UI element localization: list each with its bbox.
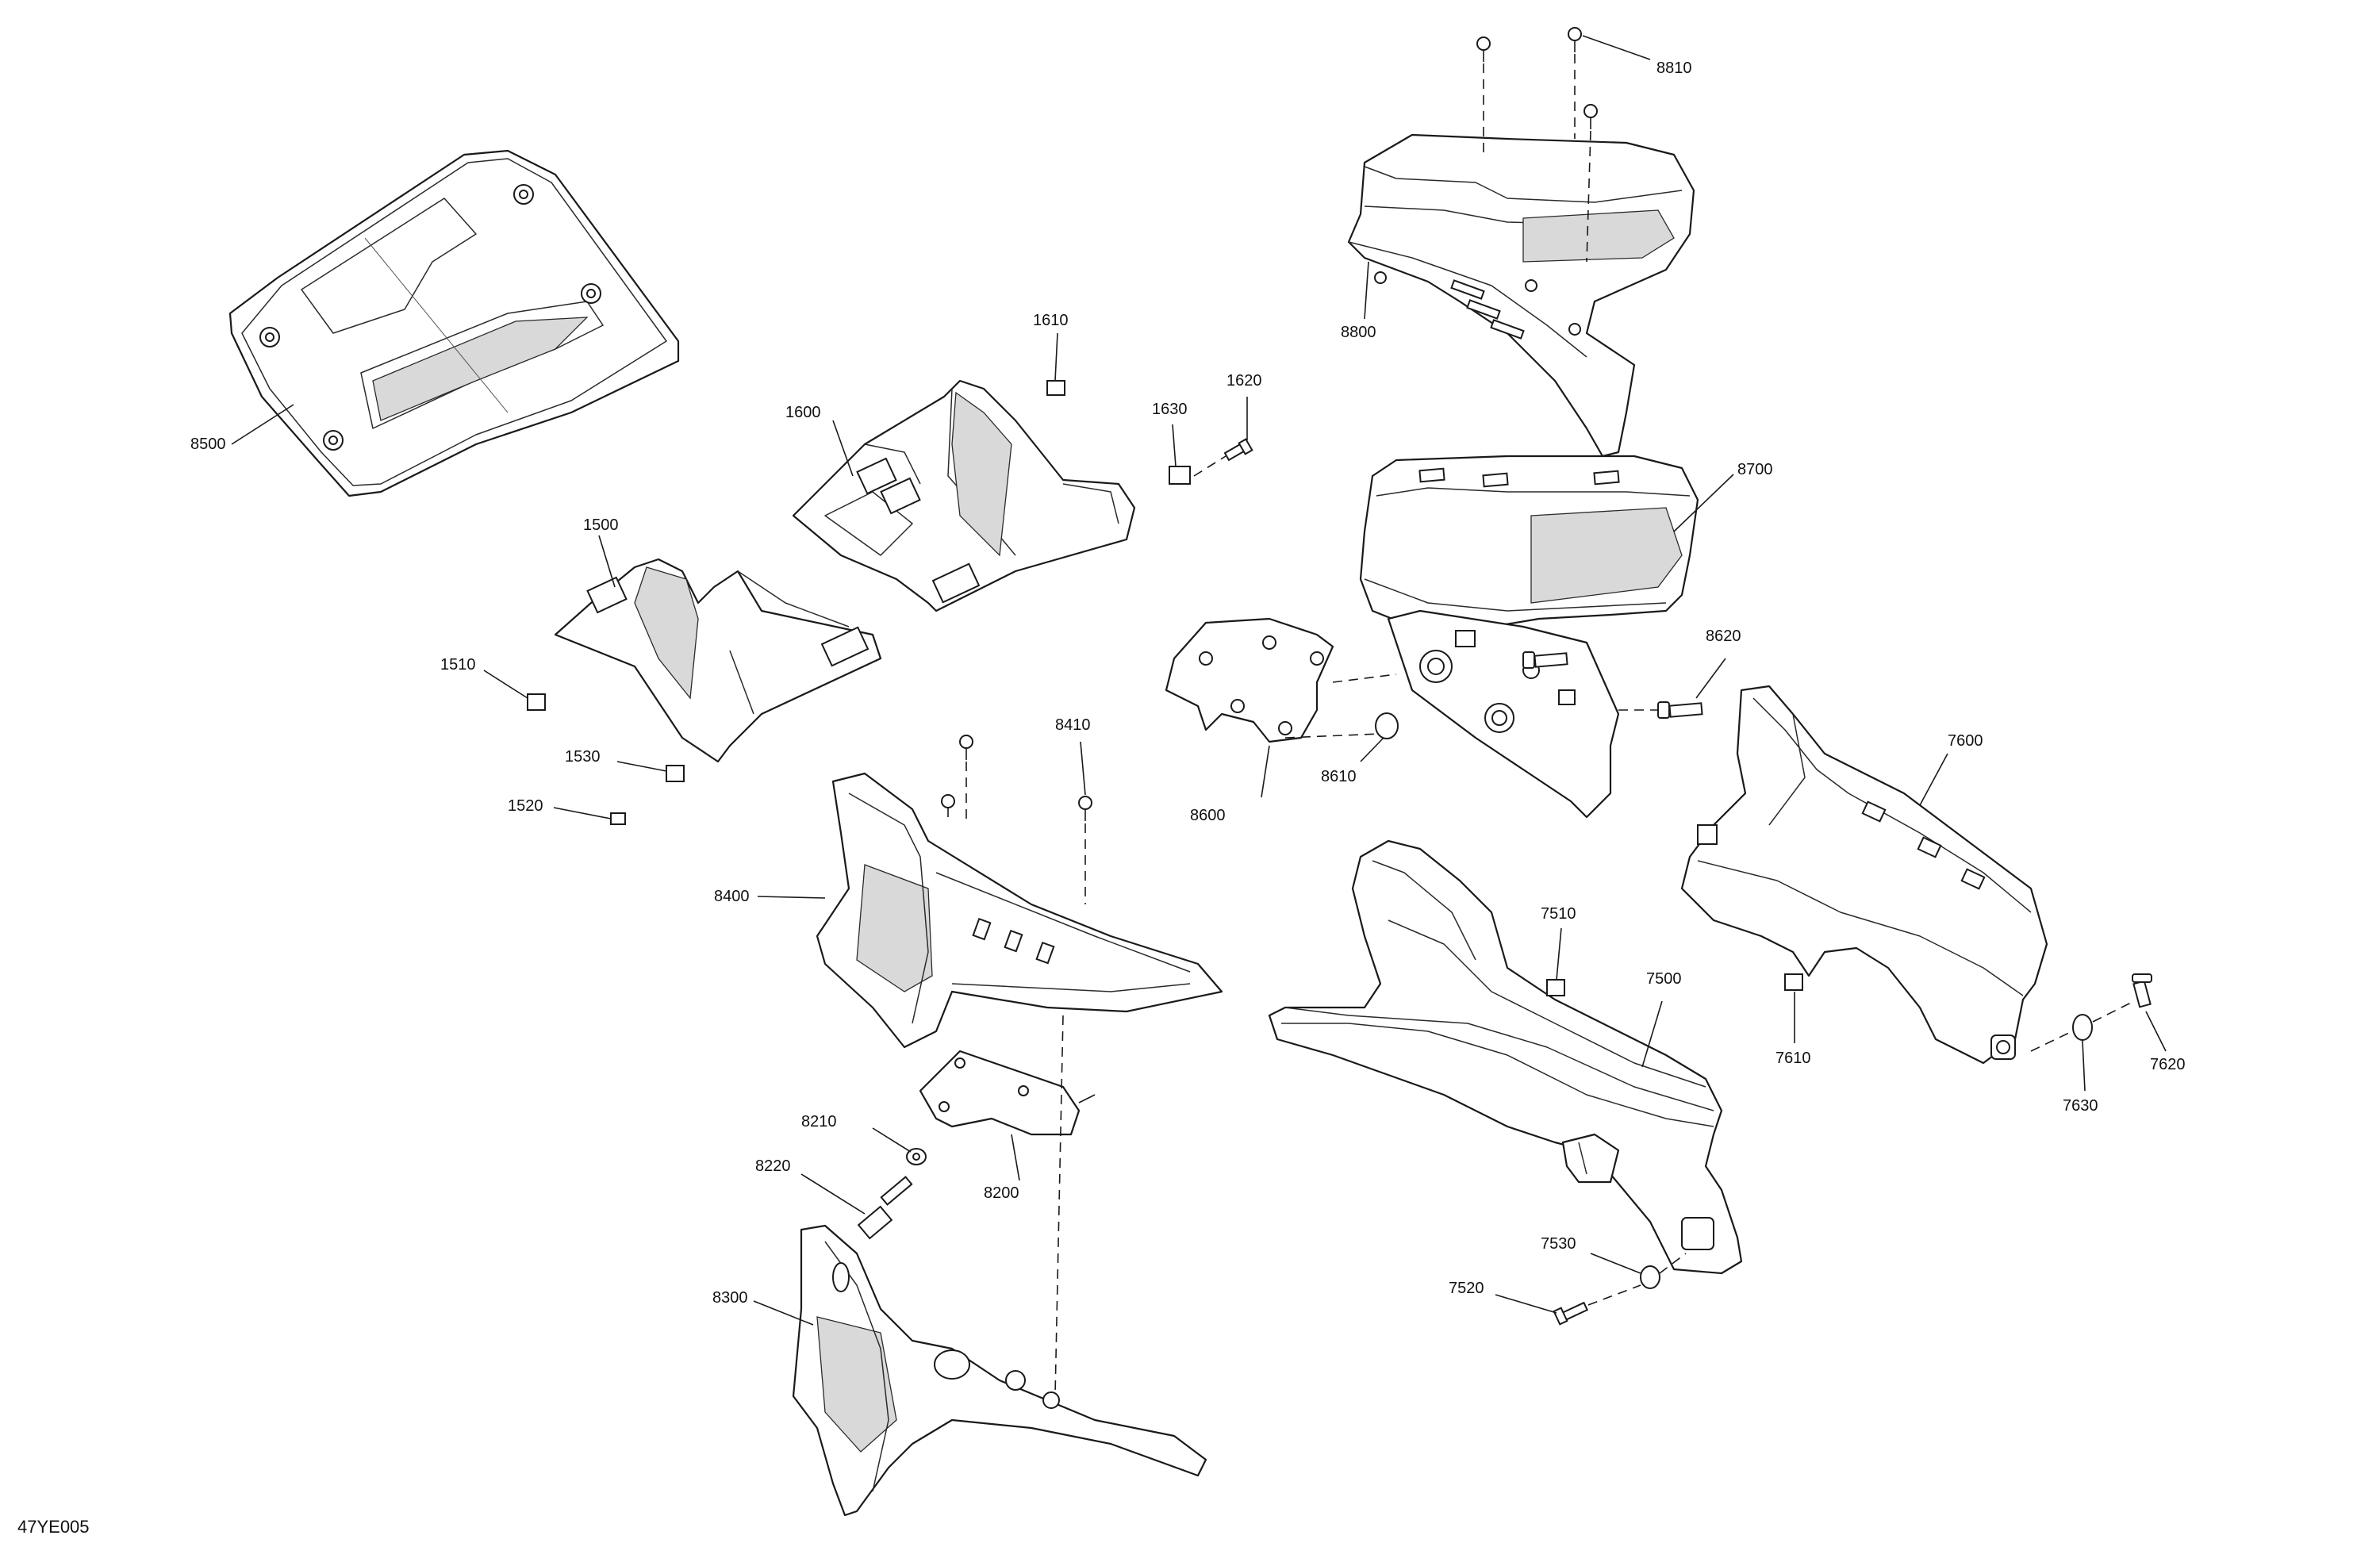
screw-8410c bbox=[1078, 796, 1092, 821]
part-8400-panel bbox=[816, 772, 1223, 1049]
callout-7510: 7510 bbox=[1541, 905, 1576, 923]
callout-8210: 8210 bbox=[801, 1113, 837, 1130]
callout-8810: 8810 bbox=[1656, 59, 1692, 77]
bolt-1520 bbox=[610, 812, 626, 825]
clip-7610 bbox=[1784, 973, 1803, 991]
washer-7530 bbox=[1640, 1265, 1660, 1289]
part-8800-cover bbox=[1347, 133, 1695, 458]
part-8700-cover bbox=[1359, 455, 1699, 628]
clip-7510 bbox=[1546, 979, 1565, 996]
callout-1630: 1630 bbox=[1152, 401, 1188, 418]
callout-1600: 1600 bbox=[785, 404, 821, 421]
part-1600-bracket bbox=[792, 379, 1136, 612]
screw-8810a bbox=[1476, 36, 1491, 62]
callout-8800: 8800 bbox=[1341, 324, 1376, 341]
clip-1510 bbox=[527, 693, 546, 711]
callout-8410: 8410 bbox=[1055, 716, 1091, 734]
bolt-1620 bbox=[1223, 438, 1253, 462]
callout-8400: 8400 bbox=[714, 888, 750, 905]
callout-7530: 7530 bbox=[1541, 1235, 1576, 1253]
screw-8810c bbox=[1583, 104, 1598, 129]
bolt-7620 bbox=[2132, 973, 2152, 1008]
callout-8600: 8600 bbox=[1190, 807, 1226, 824]
nut-1630 bbox=[1169, 466, 1191, 485]
callout-1500: 1500 bbox=[583, 516, 619, 534]
screw-8410a bbox=[959, 735, 973, 760]
washer-8610 bbox=[1375, 712, 1399, 739]
callout-8620: 8620 bbox=[1706, 628, 1741, 645]
callout-7620: 7620 bbox=[2150, 1056, 2186, 1073]
clip-1610 bbox=[1046, 380, 1065, 396]
callout-8610: 8610 bbox=[1321, 768, 1357, 785]
callout-7600: 7600 bbox=[1948, 732, 1983, 750]
part-7500-panel bbox=[1268, 839, 1743, 1275]
screw-8410b bbox=[941, 794, 955, 817]
callout-7520: 7520 bbox=[1449, 1280, 1484, 1297]
part-7600-panel bbox=[1680, 685, 2048, 1065]
callout-7630: 7630 bbox=[2063, 1097, 2098, 1115]
screw-7520 bbox=[1553, 1301, 1589, 1326]
callout-1530: 1530 bbox=[565, 748, 601, 766]
bolt-8620a bbox=[1522, 651, 1568, 669]
callout-1520: 1520 bbox=[508, 797, 543, 815]
callout-8200: 8200 bbox=[984, 1184, 1019, 1202]
callout-1620: 1620 bbox=[1226, 372, 1262, 390]
callout-1610: 1610 bbox=[1033, 312, 1069, 329]
callout-1510: 1510 bbox=[440, 656, 476, 674]
diagram-reference: 47YE005 bbox=[17, 1517, 90, 1537]
callout-7610: 7610 bbox=[1775, 1050, 1811, 1067]
nut-1530 bbox=[666, 765, 685, 782]
callout-8700: 8700 bbox=[1737, 461, 1773, 478]
part-1500-bracket bbox=[554, 558, 882, 763]
screw-8810b bbox=[1568, 27, 1582, 52]
callout-8220: 8220 bbox=[755, 1157, 791, 1175]
bolt-8220 bbox=[857, 1176, 913, 1240]
callout-8300: 8300 bbox=[712, 1289, 748, 1307]
bolt-8620b bbox=[1657, 701, 1703, 719]
part-8200-plate bbox=[919, 1050, 1096, 1136]
part-8600-bracket bbox=[1165, 617, 1334, 743]
washer-7630 bbox=[2072, 1014, 2093, 1041]
part-8700-mount-plate bbox=[1387, 609, 1620, 819]
callout-8500: 8500 bbox=[190, 436, 226, 453]
callout-7500: 7500 bbox=[1646, 970, 1682, 988]
part-8300-panel bbox=[792, 1224, 1207, 1517]
part-8500-cover bbox=[228, 149, 680, 497]
